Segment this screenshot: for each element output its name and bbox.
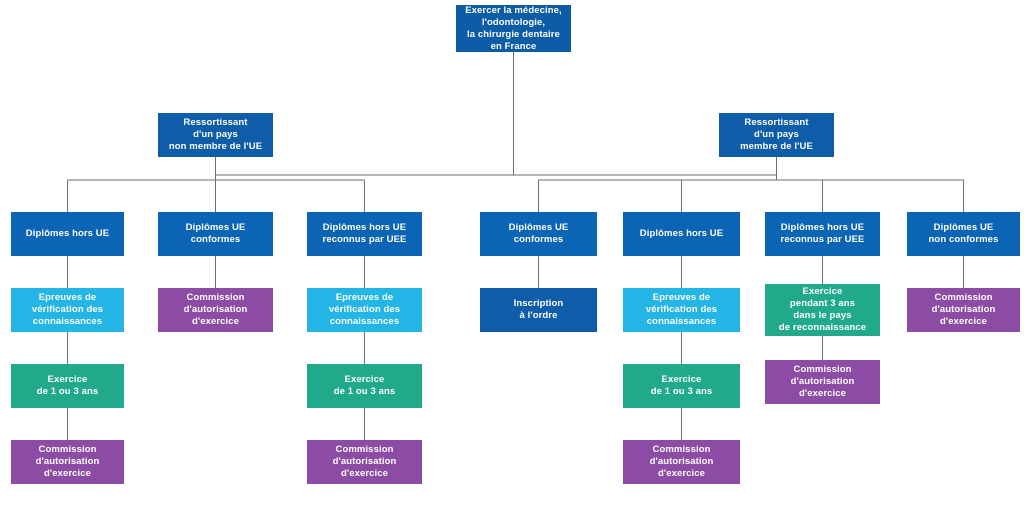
node-u-r4[interactable]: Diplômes UE non conformes: [907, 212, 1020, 256]
node-label: Diplômes UE conformes: [185, 222, 246, 245]
node-nonue[interactable]: Ressortissant d'un pays non membre de l'…: [158, 113, 273, 157]
node-label: Commission d'autorisation d'exercice: [35, 444, 100, 479]
node-label: Diplômes hors UE: [25, 228, 110, 239]
node-u-r2-cae[interactable]: Commission d'autorisation d'exercice: [623, 440, 740, 484]
node-label: Commission d'autorisation d'exercice: [183, 292, 248, 327]
node-label: Exercice de 1 ou 3 ans: [333, 374, 396, 397]
node-label: Diplômes hors UE reconnus par UEE: [322, 222, 407, 245]
node-n-l3-cae[interactable]: Commission d'autorisation d'exercice: [307, 440, 422, 484]
node-label: Diplômes UE conformes: [508, 222, 569, 245]
node-label: Exercice pendant 3 ans dans le pays de r…: [778, 286, 867, 333]
node-label: Diplômes hors UE reconnus par UEE: [780, 222, 865, 245]
node-n-l1-ex[interactable]: Exercice de 1 ou 3 ans: [11, 364, 124, 408]
node-u-r2-ex[interactable]: Exercice de 1 ou 3 ans: [623, 364, 740, 408]
node-label: Commission d'autorisation d'exercice: [649, 444, 714, 479]
node-u-r1[interactable]: Diplômes UE conformes: [480, 212, 597, 256]
node-label: Epreuves de vérification des connaissanc…: [31, 292, 104, 327]
node-u-r3-cae[interactable]: Commission d'autorisation d'exercice: [765, 360, 880, 404]
node-label: Exercer la médecine, l'odontologie, la c…: [465, 4, 562, 52]
node-label: Commission d'autorisation d'exercice: [931, 292, 996, 327]
node-u-r2-evc[interactable]: Epreuves de vérification des connaissanc…: [623, 288, 740, 332]
node-n-l1[interactable]: Diplômes hors UE: [11, 212, 124, 256]
node-label: Inscription à l'ordre: [513, 298, 564, 321]
node-ue[interactable]: Ressortissant d'un pays membre de l'UE: [719, 113, 834, 157]
node-u-r1-insc[interactable]: Inscription à l'ordre: [480, 288, 597, 332]
node-label: Commission d'autorisation d'exercice: [790, 364, 855, 399]
node-u-r2[interactable]: Diplômes hors UE: [623, 212, 740, 256]
node-u-r3[interactable]: Diplômes hors UE reconnus par UEE: [765, 212, 880, 256]
node-n-l2[interactable]: Diplômes UE conformes: [158, 212, 273, 256]
node-n-l1-cae[interactable]: Commission d'autorisation d'exercice: [11, 440, 124, 484]
node-n-l3[interactable]: Diplômes hors UE reconnus par UEE: [307, 212, 422, 256]
node-label: Ressortissant d'un pays membre de l'UE: [740, 117, 813, 152]
node-label: Commission d'autorisation d'exercice: [332, 444, 397, 479]
node-u-r4-cae[interactable]: Commission d'autorisation d'exercice: [907, 288, 1020, 332]
node-label: Diplômes hors UE: [639, 228, 724, 239]
node-n-l2-cae[interactable]: Commission d'autorisation d'exercice: [158, 288, 273, 332]
node-label: Exercice de 1 ou 3 ans: [650, 374, 713, 397]
node-root[interactable]: Exercer la médecine, l'odontologie, la c…: [456, 5, 571, 52]
node-label: Epreuves de vérification des connaissanc…: [328, 292, 401, 327]
node-n-l1-evc[interactable]: Epreuves de vérification des connaissanc…: [11, 288, 124, 332]
node-label: Ressortissant d'un pays non membre de l'…: [168, 117, 263, 152]
node-n-l3-ex[interactable]: Exercice de 1 ou 3 ans: [307, 364, 422, 408]
node-label: Epreuves de vérification des connaissanc…: [645, 292, 718, 327]
node-n-l3-evc[interactable]: Epreuves de vérification des connaissanc…: [307, 288, 422, 332]
node-label: Diplômes UE non conformes: [928, 222, 999, 245]
node-label: Exercice de 1 ou 3 ans: [36, 374, 99, 397]
node-u-r3-ex3[interactable]: Exercice pendant 3 ans dans le pays de r…: [765, 284, 880, 336]
